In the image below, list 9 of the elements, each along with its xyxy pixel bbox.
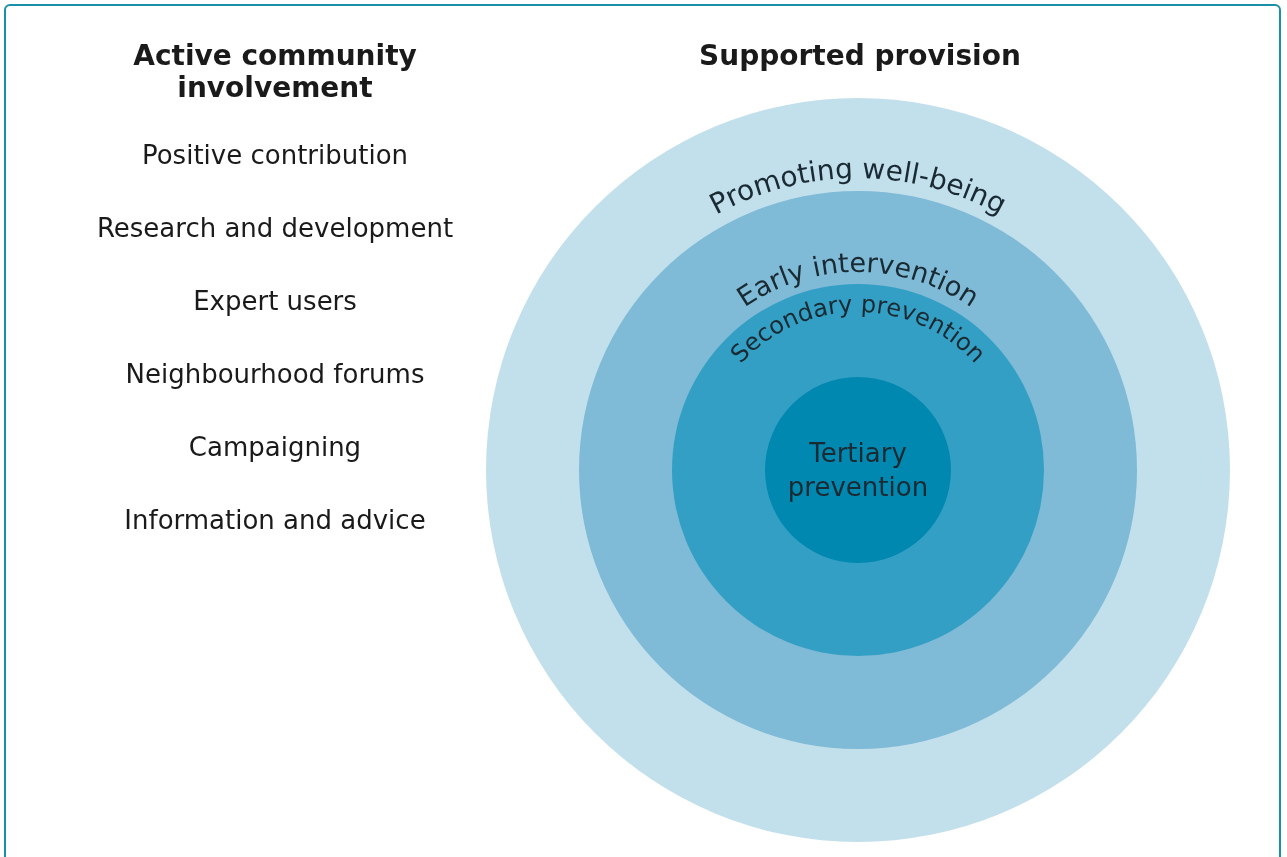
list-item: Information and advice [123, 505, 427, 535]
circle-label: Tertiary prevention [786, 437, 930, 504]
list-item: Neighbourhood forums [124, 359, 426, 389]
list-item: Research and development [95, 213, 455, 243]
list-item: Campaigning [187, 432, 363, 462]
list-item: Expert users [192, 286, 358, 316]
column-heading: Supported provision [698, 40, 1022, 72]
list-item: Positive contribution [140, 140, 410, 170]
column-heading: Active community involvement [132, 40, 418, 104]
